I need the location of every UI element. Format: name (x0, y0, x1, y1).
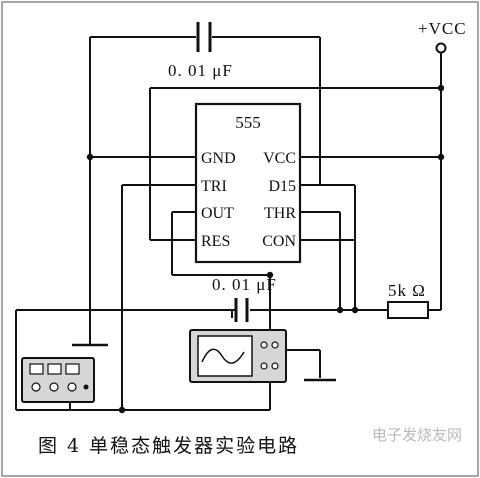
cap-top-label: 0. 01 μF (168, 61, 233, 80)
ic-label: 555 (235, 113, 261, 132)
vcc-terminal (435, 42, 447, 54)
pin-gnd: GND (201, 150, 236, 167)
pin-tri: TRI (201, 178, 227, 195)
watermark-text: 电子发烧友网 (372, 426, 462, 444)
junction-dots (86, 84, 445, 414)
pin-thr: THR (264, 205, 296, 222)
ground-symbols (72, 343, 336, 382)
pin-res: RES (201, 233, 230, 250)
pin-con: CON (262, 233, 296, 250)
cap-mid-label: 0. 01 μF (212, 275, 277, 294)
capacitor-mid (234, 298, 249, 322)
oscilloscope (189, 329, 287, 383)
resistor-label: 5k Ω (388, 281, 426, 300)
signal-generator (21, 357, 95, 403)
pin-out: OUT (201, 205, 234, 222)
figure-caption: 图 4 单稳态触发器实验电路 (38, 435, 299, 457)
vcc-label: +VCC (418, 19, 467, 38)
pin-vcc: VCC (263, 150, 296, 167)
ic-555 (194, 102, 302, 264)
pin-d15: D15 (268, 178, 296, 195)
capacitor-top (196, 22, 212, 52)
resistor (387, 301, 429, 319)
